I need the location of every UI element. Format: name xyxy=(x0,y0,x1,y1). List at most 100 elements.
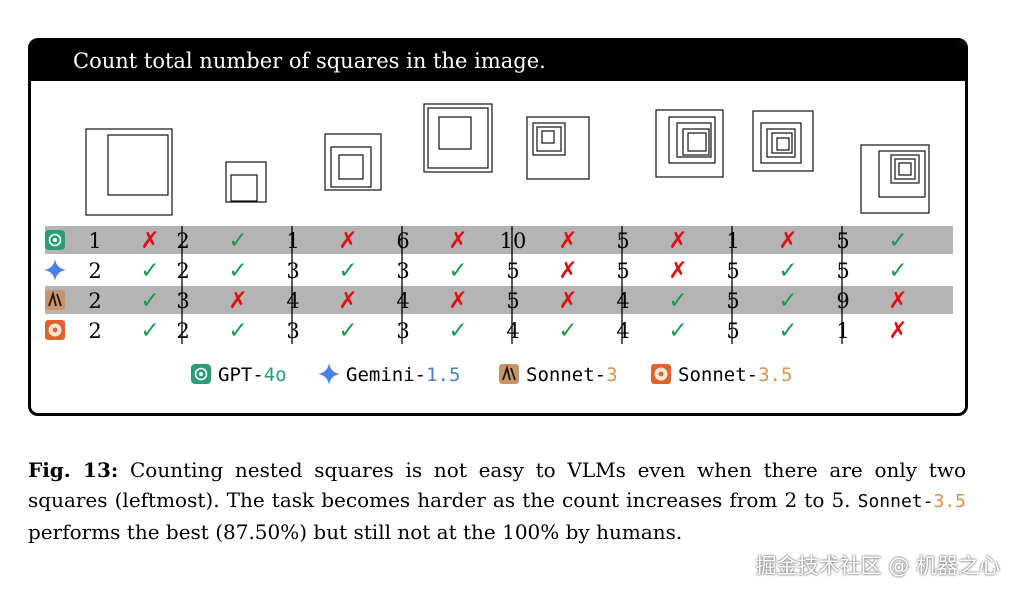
predicted-count: 2 xyxy=(88,289,101,313)
check-mark-icon: ✓ xyxy=(778,288,797,314)
nested-squares-images xyxy=(85,103,930,216)
square-outline xyxy=(225,161,267,203)
predicted-count: 3 xyxy=(396,319,409,343)
check-mark-icon: ✓ xyxy=(668,288,687,314)
square-outline xyxy=(878,150,926,198)
check-mark-icon: ✓ xyxy=(668,318,687,344)
square-outline xyxy=(541,130,555,144)
predicted-count: 5 xyxy=(616,229,629,253)
predicted-count: 10 xyxy=(500,229,527,253)
cross-mark-icon: ✗ xyxy=(888,318,907,344)
predicted-count: 5 xyxy=(836,229,849,253)
square-outline xyxy=(676,122,712,158)
check-mark-icon: ✓ xyxy=(778,258,797,284)
predicted-count: 1 xyxy=(726,229,739,253)
predicted-count: 9 xyxy=(836,289,849,313)
figure-label: Fig. 13: xyxy=(28,458,119,482)
nested-squares-image-3 xyxy=(324,133,382,191)
sonnet35-icon xyxy=(651,364,671,384)
square-outline xyxy=(760,122,802,164)
legend-item-sonnet3: Sonnet-3 xyxy=(499,364,618,386)
check-mark-icon: ✓ xyxy=(228,228,247,254)
cross-mark-icon: ✗ xyxy=(778,228,797,254)
square-outline xyxy=(668,116,716,164)
cross-mark-icon: ✗ xyxy=(140,228,159,254)
check-mark-icon: ✓ xyxy=(140,288,159,314)
check-mark-icon: ✓ xyxy=(140,258,159,284)
panel-title: Count total number of squares in the ima… xyxy=(31,41,965,81)
square-outline xyxy=(898,162,912,176)
cross-mark-icon: ✗ xyxy=(228,288,247,314)
legend-label: Sonnet-3 xyxy=(526,364,618,386)
caption-text-1: Counting nested squares is not easy to V… xyxy=(28,458,966,512)
square-outline xyxy=(536,126,562,152)
cross-mark-icon: ✗ xyxy=(558,288,577,314)
cross-mark-icon: ✗ xyxy=(888,288,907,314)
predicted-count: 2 xyxy=(176,229,189,253)
sonnet35-icon xyxy=(45,320,65,340)
predicted-count: 5 xyxy=(506,259,519,283)
cross-mark-icon: ✗ xyxy=(668,258,687,284)
square-outline xyxy=(85,128,173,216)
predicted-count: 1 xyxy=(88,229,101,253)
legend-item-gemini: Gemini-1.5 xyxy=(318,363,460,386)
figure-graphic: 1 ✗ 2 ✓ 1 ✗ 6 ✗ 10 ✗ 5 ✗ 1 ✗ 5 ✓ 2 ✓ 2 ✓ 3 ✓ 3 ✓ 5 ✗ 5 ✗ 5 ✓ 5 ✓ 2 ✓ 3 ✗ 4 ✗ 4… xyxy=(44,103,953,386)
predicted-count: 3 xyxy=(396,259,409,283)
square-outline xyxy=(771,132,793,154)
predicted-count: 2 xyxy=(176,319,189,343)
row-shading xyxy=(45,226,953,254)
square-outline xyxy=(338,154,364,180)
check-mark-icon: ✓ xyxy=(338,318,357,344)
sonnet3-icon xyxy=(45,290,65,310)
legend-label: GPT-4o xyxy=(218,364,287,386)
square-outline xyxy=(526,116,590,180)
model-legend: GPT-4o Gemini-1.5 Sonnet-3 Sonnet-3.5 xyxy=(191,363,792,386)
watermark: 掘金技术社区 @ 机器之心 xyxy=(755,554,1000,578)
predicted-count: 5 xyxy=(726,259,739,283)
predicted-count: 4 xyxy=(616,319,629,343)
legend-label: Gemini-1.5 xyxy=(346,364,460,386)
nested-squares-image-1 xyxy=(85,128,173,216)
caption-model-name: Sonnet- xyxy=(857,491,934,512)
predicted-count: 3 xyxy=(176,289,189,313)
check-mark-icon: ✓ xyxy=(888,258,907,284)
predicted-count: 1 xyxy=(286,229,299,253)
table-row: 1✗2✓1✗6✗10✗5✗1✗5✓ xyxy=(45,226,953,254)
nested-squares-image-2 xyxy=(225,161,267,203)
predicted-count: 5 xyxy=(506,289,519,313)
legend-label: Sonnet-3.5 xyxy=(678,364,792,386)
table-row: 2✓3✗4✗4✗5✗4✓5✓9✗ xyxy=(45,286,953,314)
cross-mark-icon: ✗ xyxy=(668,228,687,254)
table-row: 2✓2✓3✓3✓5✗5✗5✓5✓ xyxy=(44,258,908,284)
predicted-count: 2 xyxy=(88,319,101,343)
predicted-count: 6 xyxy=(396,229,409,253)
square-outline xyxy=(438,116,472,150)
square-outline xyxy=(752,110,814,172)
check-mark-icon: ✓ xyxy=(228,318,247,344)
predicted-count: 2 xyxy=(176,259,189,283)
gemini-icon xyxy=(44,259,66,281)
legend-item-gpt4o: GPT-4o xyxy=(191,364,287,386)
predicted-count: 5 xyxy=(726,319,739,343)
figure-panel: Count total number of squares in the ima… xyxy=(28,38,968,416)
predicted-count: 1 xyxy=(836,319,849,343)
gpt4o-icon xyxy=(45,230,65,250)
check-mark-icon: ✓ xyxy=(888,228,907,254)
cross-mark-icon: ✗ xyxy=(448,228,467,254)
figure-caption: Fig. 13: Counting nested squares is not … xyxy=(28,455,966,547)
square-outline xyxy=(532,122,566,156)
square-outline xyxy=(682,128,710,156)
predicted-count: 4 xyxy=(396,289,409,313)
square-outline xyxy=(423,103,493,173)
predicted-count: 3 xyxy=(286,259,299,283)
legend-item-sonnet35: Sonnet-3.5 xyxy=(651,364,792,386)
predicted-count: 4 xyxy=(286,289,299,313)
square-outline xyxy=(687,132,707,152)
square-outline xyxy=(427,107,489,169)
check-mark-icon: ✓ xyxy=(338,258,357,284)
predicted-count: 2 xyxy=(88,259,101,283)
predicted-count: 3 xyxy=(286,319,299,343)
predicted-count: 4 xyxy=(616,289,629,313)
cross-mark-icon: ✗ xyxy=(338,288,357,314)
check-mark-icon: ✓ xyxy=(558,318,577,344)
